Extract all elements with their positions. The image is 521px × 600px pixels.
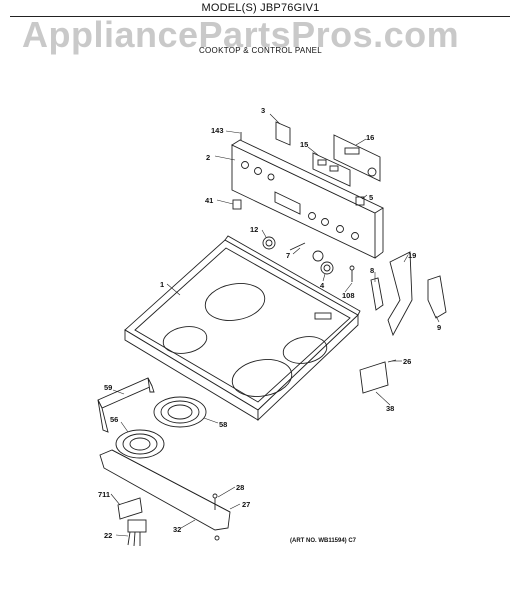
callout-3: 3 [261, 106, 265, 115]
callout-5: 5 [369, 193, 373, 202]
side-brackets [349, 251, 447, 337]
callout-711: 711 [98, 490, 110, 499]
callout-56: 56 [110, 415, 118, 424]
cooktop [124, 235, 361, 422]
callout-59: 59 [104, 383, 112, 392]
terminal-block [359, 359, 397, 394]
header-rule [10, 16, 510, 17]
callout-labels: 3 143 2 41 15 16 5 12 7 4 1 19 8 108 9 2… [98, 106, 441, 540]
clock-board [312, 134, 381, 187]
callout-7: 7 [286, 251, 290, 260]
receptacle-parts [117, 497, 147, 547]
callout-26: 26 [403, 357, 411, 366]
callout-1: 1 [160, 280, 164, 289]
callout-143: 143 [211, 126, 224, 135]
callout-8: 8 [370, 266, 374, 275]
callout-27: 27 [242, 500, 250, 509]
callout-15: 15 [300, 140, 308, 149]
callout-19: 19 [408, 251, 416, 260]
callout-108: 108 [342, 291, 355, 300]
art-number: (ART NO. WB11594) C7 [290, 538, 357, 544]
callout-41: 41 [205, 196, 213, 205]
model-title: MODEL(S) JBP76GIV1 [201, 2, 320, 14]
control-panel [231, 139, 384, 259]
surface-elements [97, 377, 207, 459]
panel-hardware [232, 121, 365, 275]
callout-38: 38 [386, 404, 394, 413]
watermark: AppliancePartsPros.com [22, 14, 460, 55]
support-rail [99, 449, 231, 541]
section-subtitle: COOKTOP & CONTROL PANEL [198, 46, 323, 55]
callout-22: 22 [104, 531, 112, 540]
leader-lines [110, 113, 440, 537]
callout-28: 28 [236, 483, 244, 492]
callout-32: 32 [173, 525, 181, 534]
callout-58: 58 [219, 420, 227, 429]
callout-2: 2 [206, 153, 210, 162]
callout-4: 4 [320, 281, 325, 290]
callout-12: 12 [250, 225, 258, 234]
callout-16: 16 [366, 133, 374, 142]
callout-9: 9 [437, 323, 441, 332]
